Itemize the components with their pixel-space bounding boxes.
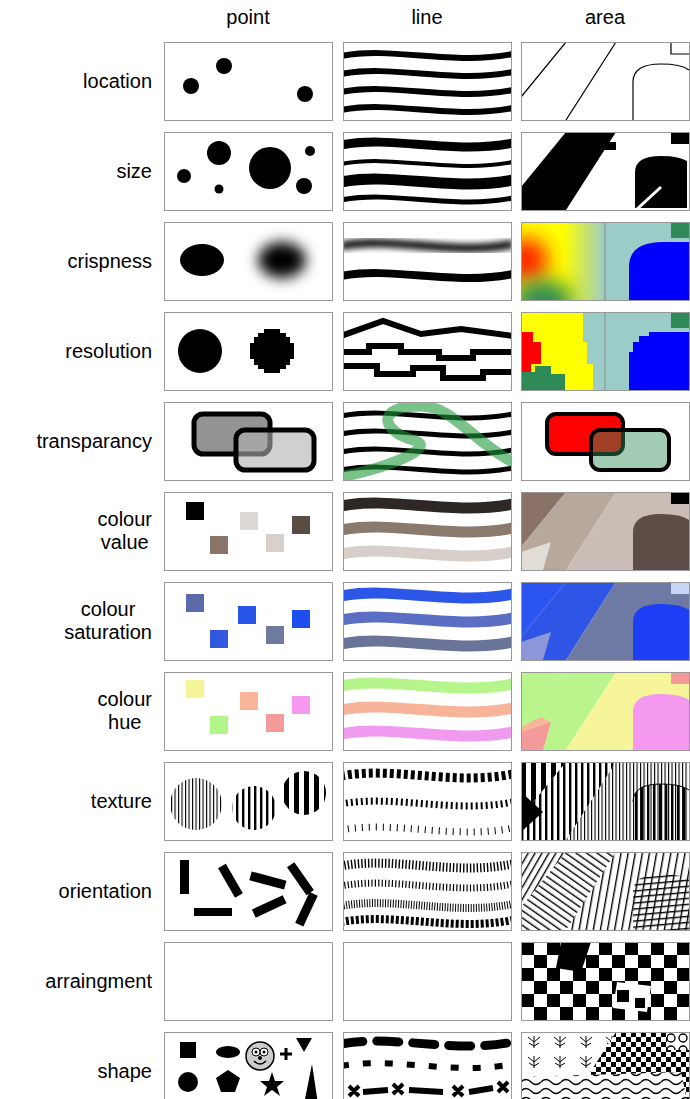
cell-border xyxy=(522,403,690,481)
cell xyxy=(343,1041,511,1096)
cell xyxy=(521,1032,689,1099)
cell-border xyxy=(344,403,512,481)
cell-border xyxy=(522,1033,690,1099)
cell xyxy=(186,502,310,554)
cell-border xyxy=(344,763,512,841)
cell-border xyxy=(344,583,512,661)
cell-border xyxy=(165,43,333,121)
cell-border xyxy=(165,493,333,571)
cell xyxy=(186,680,310,734)
cell-border xyxy=(522,763,690,841)
cell-border xyxy=(165,43,690,1099)
cell xyxy=(521,222,689,300)
cell xyxy=(521,582,689,660)
cell-border xyxy=(522,853,690,931)
cell-border xyxy=(165,1033,333,1099)
column-header: point xyxy=(226,6,269,29)
cell-border xyxy=(344,1033,512,1099)
cell-border xyxy=(522,133,690,211)
row-label: resolution xyxy=(65,340,152,363)
column-header: line xyxy=(411,6,442,29)
cell-border xyxy=(522,583,690,661)
cell xyxy=(343,406,511,476)
cell-border xyxy=(344,943,512,1021)
cell-border xyxy=(344,853,512,931)
cell-border xyxy=(522,493,690,571)
cell-border xyxy=(165,403,333,481)
cell xyxy=(186,594,310,648)
cell xyxy=(178,329,294,373)
cell xyxy=(521,42,689,120)
cell-border xyxy=(165,763,333,841)
cell xyxy=(343,243,511,278)
cell xyxy=(521,942,689,1020)
cell xyxy=(521,492,689,570)
row-label: location xyxy=(83,70,152,93)
cell xyxy=(194,414,314,470)
cell xyxy=(521,762,689,840)
cell-border xyxy=(344,493,512,571)
cell xyxy=(547,414,669,470)
row-label: orientation xyxy=(59,880,152,903)
cell-border xyxy=(165,853,333,931)
cell-border xyxy=(344,673,512,751)
cell xyxy=(178,1038,318,1099)
cell-border xyxy=(522,43,690,121)
cell xyxy=(343,142,511,202)
cell xyxy=(343,863,511,924)
row-label: size xyxy=(116,160,152,183)
cell-border xyxy=(344,43,512,121)
cell-border xyxy=(165,583,333,661)
cell xyxy=(521,852,689,930)
cell xyxy=(177,141,315,194)
cell-border xyxy=(165,943,333,1021)
row-label: transparancy xyxy=(36,430,152,453)
row-label: arraingment xyxy=(45,970,152,993)
cell xyxy=(343,773,511,832)
cell xyxy=(521,672,689,750)
row-label: colour hue xyxy=(98,688,152,734)
cell-border xyxy=(522,943,690,1021)
cell xyxy=(170,771,326,830)
row-label: shape xyxy=(98,1060,153,1083)
row-label: crispness xyxy=(68,250,152,273)
cell-border xyxy=(165,313,333,391)
cell-border xyxy=(165,223,333,301)
cell-border xyxy=(522,673,690,751)
cell-border xyxy=(522,313,690,391)
cell xyxy=(183,58,313,102)
cell xyxy=(343,321,511,378)
row-label: colour saturation xyxy=(64,598,152,644)
column-header: area xyxy=(585,6,625,29)
cell xyxy=(343,683,511,736)
cell-border xyxy=(344,133,512,211)
cell xyxy=(180,242,306,278)
cell-border xyxy=(344,313,512,391)
cell xyxy=(343,53,511,112)
cell xyxy=(343,503,511,556)
cell-border xyxy=(522,223,690,301)
cell-border xyxy=(165,133,333,211)
row-label: colour value xyxy=(98,508,152,554)
cell-border xyxy=(344,223,512,301)
cell xyxy=(180,860,318,927)
row-label: texture xyxy=(91,790,152,813)
cell xyxy=(343,593,511,646)
cell xyxy=(521,312,689,390)
cell xyxy=(521,132,689,210)
cell-border xyxy=(165,673,333,751)
